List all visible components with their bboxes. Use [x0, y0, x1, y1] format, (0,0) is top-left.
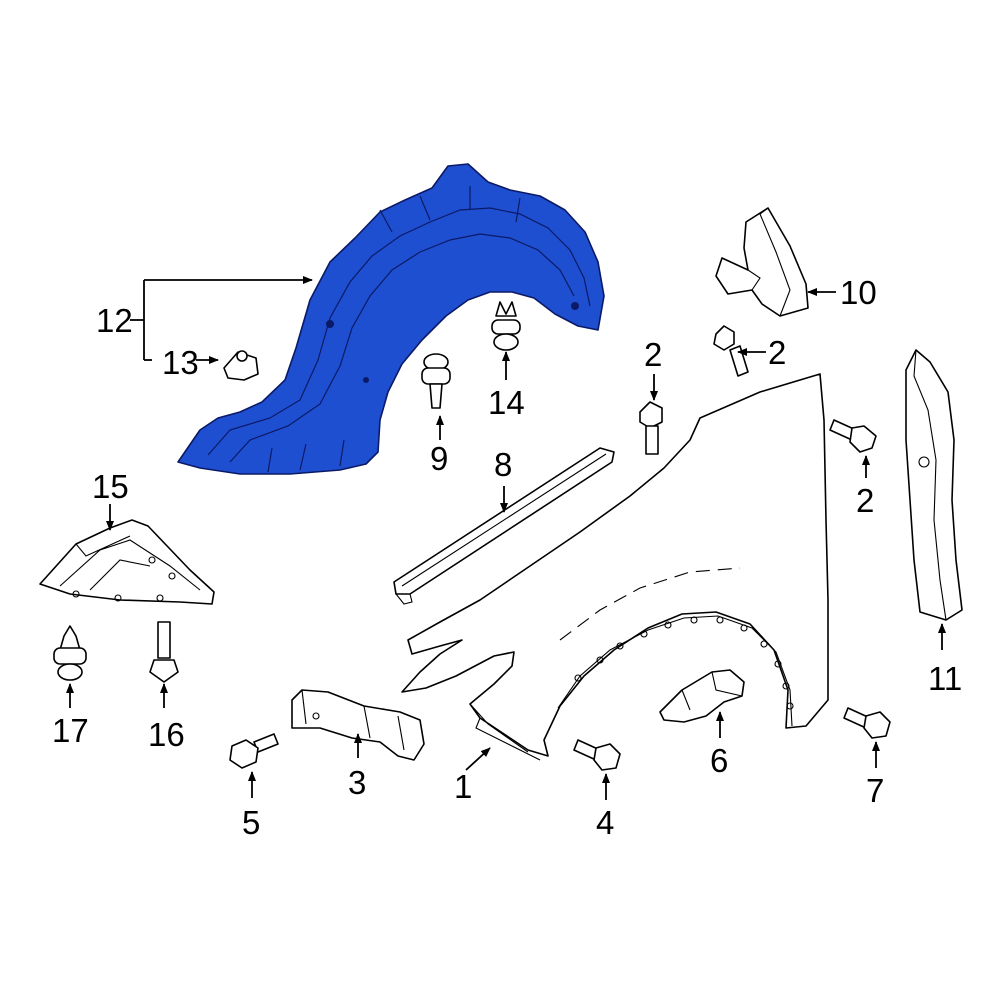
bracket-6-shape	[659, 669, 745, 723]
callout-14: 14	[488, 384, 525, 421]
fender-liner-shape	[177, 163, 605, 475]
bolt-2-right[interactable]	[829, 419, 877, 453]
callout-8: 8	[494, 446, 512, 483]
callout-6: 6	[710, 742, 728, 779]
callout-4: 4	[596, 804, 614, 841]
bolt-5[interactable]	[229, 733, 279, 769]
fastener-14[interactable]	[491, 301, 521, 351]
fastener-9[interactable]	[421, 353, 451, 409]
bracket-part-6[interactable]	[659, 669, 745, 723]
callout-11: 11	[928, 660, 962, 697]
bolt-2-upper[interactable]	[639, 401, 663, 455]
bolt-4[interactable]	[573, 739, 621, 771]
bolt-2-top-right[interactable]	[713, 325, 749, 377]
fastener-17[interactable]	[53, 625, 87, 681]
callout-16: 16	[148, 716, 185, 753]
callout-13: 13	[162, 344, 199, 381]
fender-part-1[interactable]	[401, 373, 829, 761]
bracket-part-10[interactable]	[715, 207, 809, 317]
callout-labels: 12 13 14 9 2 2 2 10 11 8 15 17 16 3 1 6 …	[52, 274, 962, 841]
callout-12: 12	[96, 302, 133, 339]
callout-2-top-right: 2	[768, 334, 786, 371]
fender-shape	[401, 373, 829, 757]
bracket-11-shape	[905, 349, 963, 621]
callout-7: 7	[866, 772, 884, 809]
callout-5: 5	[242, 804, 260, 841]
bracket-part-15[interactable]	[39, 519, 215, 605]
bracket-3-shape	[291, 689, 425, 761]
fender-liner-part-12[interactable]	[177, 163, 605, 475]
fastener-13[interactable]	[223, 350, 259, 381]
liner-ribs	[207, 186, 591, 473]
bracket-part-11[interactable]	[905, 349, 963, 621]
callout-9: 9	[430, 440, 448, 477]
callout-10: 10	[840, 274, 877, 311]
fender-wheel-arch-flange	[557, 615, 793, 727]
callout-2-upper: 2	[644, 336, 662, 373]
callout-15: 15	[92, 468, 129, 505]
callout-1: 1	[454, 768, 472, 805]
bolt-16[interactable]	[149, 621, 179, 683]
callout-17: 17	[52, 712, 89, 749]
leader-lines	[66, 280, 946, 800]
callout-2-right: 2	[856, 482, 874, 519]
bracket-10-shape	[715, 207, 809, 317]
callout-3: 3	[348, 764, 366, 801]
bracket-15-shape	[39, 519, 215, 605]
bolt-7[interactable]	[843, 707, 891, 739]
seal-strip-part-8[interactable]	[393, 447, 615, 605]
bracket-part-3[interactable]	[291, 689, 425, 761]
